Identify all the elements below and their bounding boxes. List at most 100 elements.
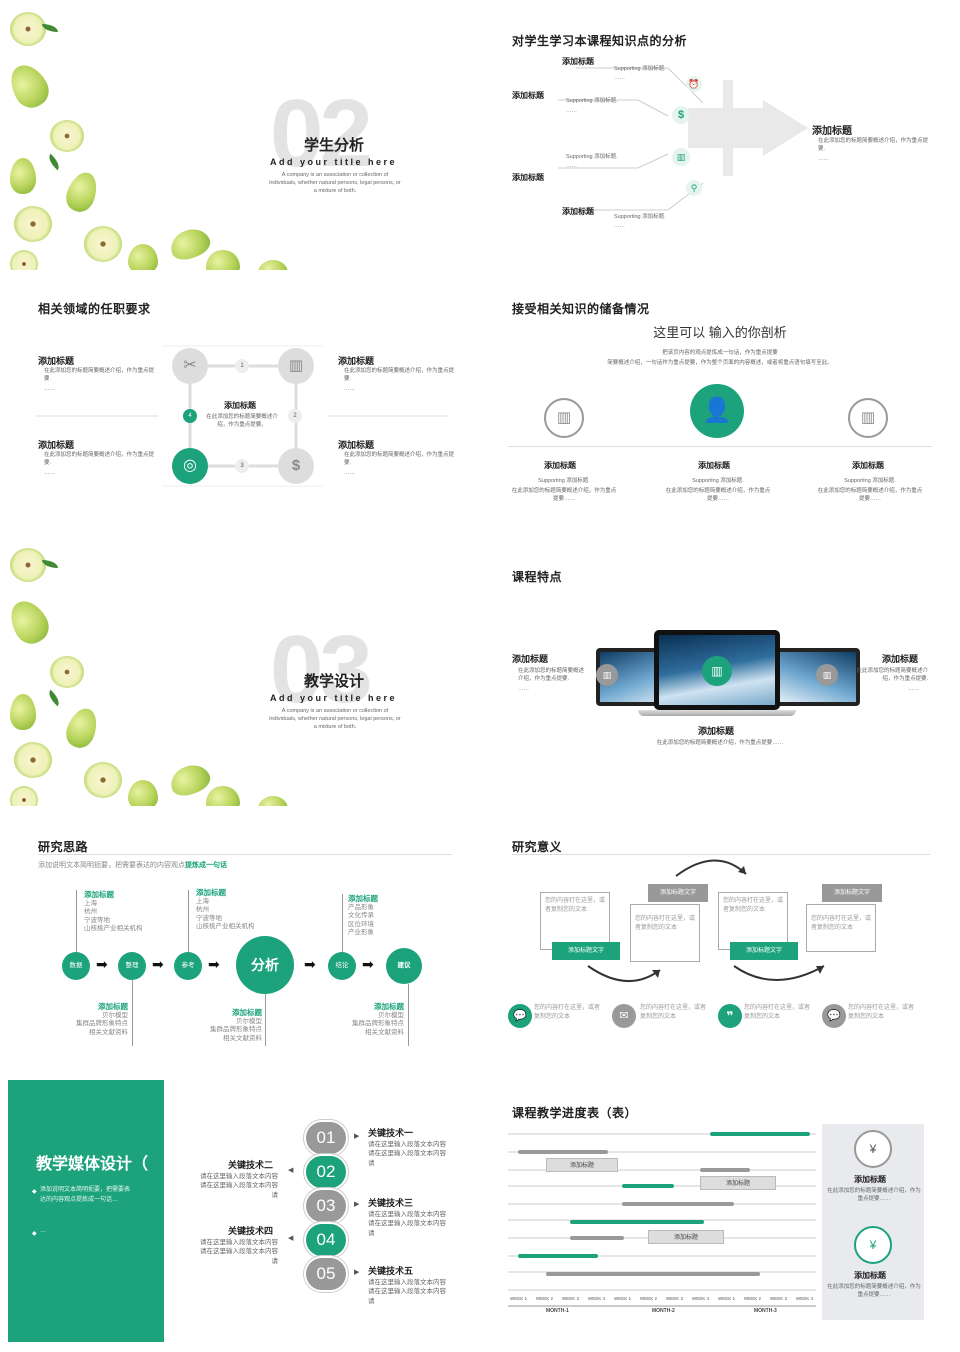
month-label: MONTH-1 [546,1308,569,1314]
pear-image [84,762,122,798]
slide-title: 相关领域的任职要求 [38,302,151,316]
num-circle: 02 [304,1154,348,1190]
num-circle: 05 [304,1256,348,1292]
gantt-label: 添加标题 [546,1158,618,1172]
side-heading: 添加标题 [854,1271,886,1280]
pear-image [258,260,288,270]
block-dots: …… [344,470,355,476]
gantt-bar [518,1254,598,1258]
slide-course-features: 课程特点 ▥ ▥ ▥ 添加标题 在此添加您的标题简要概述介绍，作为重点提要. …… [488,544,952,806]
block-heading: 添加标题 [374,1002,404,1011]
connector [265,994,266,1046]
block-line: 贝尔模型 [236,1017,262,1025]
week-label: WEEK 4 [588,1296,606,1301]
week-label: WEEK 4 [796,1296,814,1301]
block-line: 产业形象 [348,929,374,937]
pear-image [128,244,158,270]
block-line: 宁波等地 [196,914,222,922]
side-heading: 添加标题 [854,1175,886,1184]
panel-bullet: … [40,1228,46,1234]
message-icon: ✉ [612,1004,636,1028]
block-line: 集群品牌形象特点 [210,1026,262,1034]
section-subtitle: Add your title here [270,157,398,167]
search-icon: ⚲ [686,180,702,196]
num-circle: 04 [304,1222,348,1258]
connector [132,980,133,1046]
slide-title: 接受相关知识的储备情况 [512,302,650,316]
item-dots: …… [566,163,577,169]
arrow-icon: ➡ [96,956,108,972]
divider [508,446,932,447]
week-label: WEEK 3 [666,1296,684,1301]
green-panel [8,1080,164,1342]
section-number: 03 [270,616,373,723]
week-labels: WEEK 1 WEEK 2 WEEK 3 WEEK 4 WEEK 1 WEEK … [510,1296,816,1306]
desc-emphasis: 提炼成一句话 [185,862,227,869]
block-line: 在此添加您的标题简要概述介绍，作为重点提要. [44,452,155,466]
block-line: 相关文献资料 [89,1028,128,1036]
user-icon: 👤 [690,384,744,438]
node-data: 数据 [62,952,90,980]
right-line: 在此添加您的标题简要概述介绍，作为重点提要. [818,138,929,152]
block-line: 文化传承 [348,912,374,920]
block-line: 山核桃产业相关机构 [84,925,143,933]
section-desc: A company is an association or collectio… [269,708,401,730]
bottom-block: 添加标题 贝尔模型 集群品牌形象特点 相关文献资料 [324,1002,404,1037]
pear-image [258,796,288,806]
bullet-diamond: ◆ [32,1231,37,1237]
col-line: 在此添加您的标题简要概述介绍，作为重点提要…… [665,488,771,502]
block-heading: 添加标题 [232,1008,262,1017]
step-number: 2 [288,409,302,423]
desc-1: 把该页内容的观点提炼成一句话，作为重点提要 [662,350,778,356]
left-dots: …… [518,686,529,692]
slide-title: 研究思路 [38,840,89,854]
pear-image [166,224,214,264]
pear-image [62,704,102,752]
block-line: 杭州 [84,908,97,916]
arrow-icon: ➡ [208,956,220,972]
money-screen-icon: ¥ [854,1130,892,1168]
item-heading: 关键技术三 [368,1198,414,1208]
panel-bullet: 添加说明文本简明扼要，把需要表达的内容观点提炼成一句话… [40,1187,131,1203]
chart-icon: ▥ [278,348,314,384]
node-analysis: 分析 [236,936,294,994]
quote-icon: ❞ [718,1004,742,1028]
connector [188,890,189,952]
gantt-bar [518,1150,608,1154]
money-screen-icon: ¥ [854,1226,892,1264]
block-line: 相关文献资料 [365,1028,404,1036]
node-reference: 参考 [174,952,202,980]
building-icon: ▥ [702,656,732,686]
num-circle: 03 [304,1188,348,1224]
arrow-icon: ➡ [362,956,374,972]
slide-student-analysis: 02 学生分析 Add your title here A company is… [8,8,472,270]
slide-teaching-design: 03 教学设计 Add your title here A company is… [8,544,472,806]
slide-title: 研究意义 [512,840,563,854]
section-desc: A company is an association or collectio… [269,172,401,194]
pear-image [10,548,46,582]
item-heading: 添加标题 [512,91,544,100]
bullet-diamond: ◆ [32,1189,37,1195]
tools-icon: ✂ [172,348,208,384]
block-heading: 添加标题 [84,890,114,899]
pear-image [14,206,52,242]
week-label: WEEK 3 [770,1296,788,1301]
col-heading: 添加标题 [852,461,884,470]
right-heading: 添加标题 [812,126,852,137]
gantt-bar [622,1184,674,1188]
connector [342,894,343,952]
slide-media-design: 教学媒体设计（ ◆ 添加说明文本简明扼要，把需要表达的内容观点提炼成一句话… ◆… [8,1080,472,1342]
block-line: 杭州 [196,906,209,914]
week-label: WEEK 1 [718,1296,736,1301]
pear-image [128,780,158,806]
block-line: 贝尔模型 [378,1011,404,1019]
item-heading: 添加标题 [562,57,594,66]
item-dots: …… [614,75,625,81]
bottom-text: 您的内容打在这里，或者复制您的文本 [534,1004,601,1022]
node-suggestion: 建议 [386,948,422,984]
pear-image [10,250,38,270]
col-sub: Supporting 添加标题. [844,478,896,484]
item-text: 请在这里输入段落文本内容请在这里输入段落文本内容请 [368,1211,446,1237]
bottom-line: 在此添加您的标题简要概述介绍，作为重点提要…… [656,740,784,746]
slide-title: 对学生学习本课程知识点的分析 [512,34,688,48]
